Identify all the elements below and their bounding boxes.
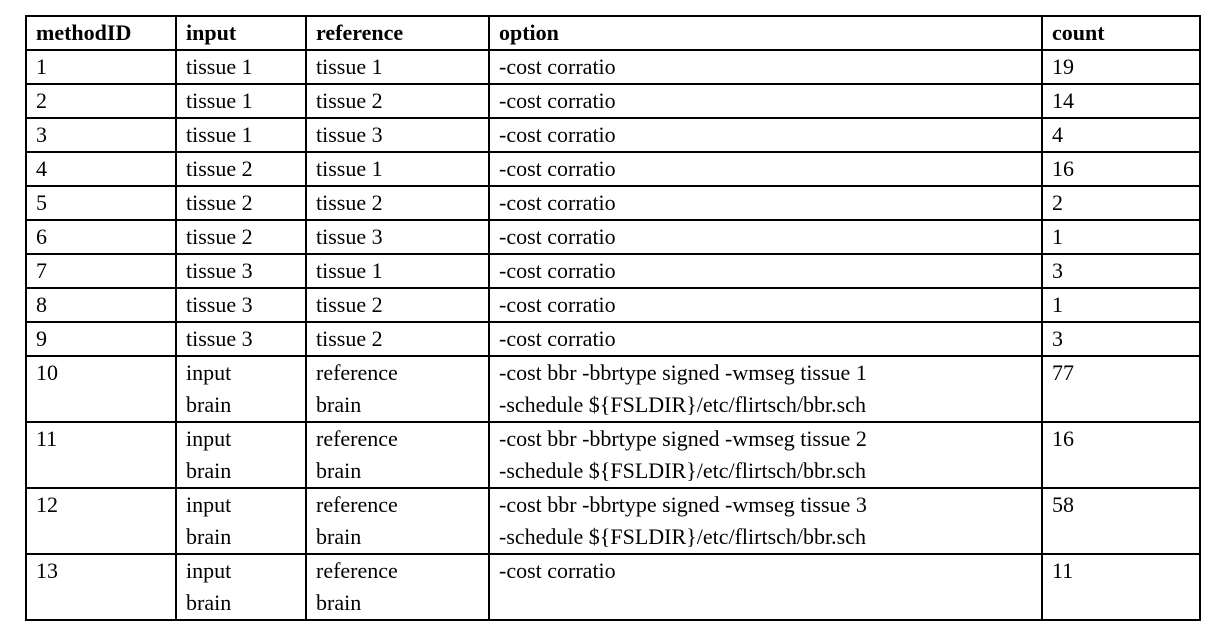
reference-cell: tissue 3 — [305, 219, 490, 255]
methods-table: methodID input reference option count 1 … — [25, 15, 1201, 621]
methodid-cell: 4 — [25, 151, 177, 187]
table-row: 5 tissue 2 tissue 2 -cost corratio 2 — [25, 185, 1201, 221]
option-cell: -cost corratio — [488, 553, 1043, 621]
methodid-cell: 13 — [25, 553, 177, 621]
count-cell: 1 — [1041, 287, 1201, 323]
table-row: 10 input brain reference brain -cost bbr… — [25, 355, 1201, 423]
reference-cell: tissue 1 — [305, 151, 490, 187]
header-row: methodID input reference option count — [25, 15, 1201, 51]
input-cell: tissue 3 — [175, 253, 307, 289]
column-header-reference: reference — [305, 15, 490, 51]
column-header-input: input — [175, 15, 307, 51]
methods-table-container: methodID input reference option count 1 … — [25, 15, 1201, 621]
count-cell: 16 — [1041, 421, 1201, 489]
methodid-cell: 9 — [25, 321, 177, 357]
input-cell: input brain — [175, 421, 307, 489]
reference-cell: tissue 2 — [305, 321, 490, 357]
methodid-cell: 8 — [25, 287, 177, 323]
reference-cell: reference brain — [305, 355, 490, 423]
reference-cell: reference brain — [305, 421, 490, 489]
option-cell: -cost corratio — [488, 287, 1043, 323]
input-cell: tissue 3 — [175, 287, 307, 323]
option-cell: -cost corratio — [488, 117, 1043, 153]
methodid-cell: 12 — [25, 487, 177, 555]
option-cell: -cost corratio — [488, 151, 1043, 187]
count-cell: 77 — [1041, 355, 1201, 423]
methodid-cell: 2 — [25, 83, 177, 119]
table-row: 12 input brain reference brain -cost bbr… — [25, 487, 1201, 555]
input-cell: input brain — [175, 487, 307, 555]
methodid-cell: 5 — [25, 185, 177, 221]
methodid-cell: 11 — [25, 421, 177, 489]
column-header-option: option — [488, 15, 1043, 51]
reference-cell: tissue 2 — [305, 287, 490, 323]
option-cell: -cost corratio — [488, 185, 1043, 221]
input-cell: tissue 2 — [175, 219, 307, 255]
input-cell: tissue 1 — [175, 117, 307, 153]
count-cell: 3 — [1041, 253, 1201, 289]
input-cell: tissue 1 — [175, 83, 307, 119]
option-cell: -cost corratio — [488, 321, 1043, 357]
input-cell: tissue 1 — [175, 49, 307, 85]
count-cell: 1 — [1041, 219, 1201, 255]
reference-cell: reference brain — [305, 553, 490, 621]
input-cell: input brain — [175, 553, 307, 621]
reference-cell: tissue 2 — [305, 185, 490, 221]
option-cell: -cost corratio — [488, 83, 1043, 119]
table-row: 4 tissue 2 tissue 1 -cost corratio 16 — [25, 151, 1201, 187]
column-header-count: count — [1041, 15, 1201, 51]
table-row: 6 tissue 2 tissue 3 -cost corratio 1 — [25, 219, 1201, 255]
option-cell: -cost corratio — [488, 253, 1043, 289]
table-row: 8 tissue 3 tissue 2 -cost corratio 1 — [25, 287, 1201, 323]
table-row: 7 tissue 3 tissue 1 -cost corratio 3 — [25, 253, 1201, 289]
count-cell: 16 — [1041, 151, 1201, 187]
reference-cell: tissue 1 — [305, 253, 490, 289]
reference-cell: reference brain — [305, 487, 490, 555]
input-cell: input brain — [175, 355, 307, 423]
table-row: 13 input brain reference brain -cost cor… — [25, 553, 1201, 621]
table-row: 1 tissue 1 tissue 1 -cost corratio 19 — [25, 49, 1201, 85]
option-cell: -cost bbr -bbrtype signed -wmseg tissue … — [488, 421, 1043, 489]
count-cell: 19 — [1041, 49, 1201, 85]
count-cell: 58 — [1041, 487, 1201, 555]
reference-cell: tissue 2 — [305, 83, 490, 119]
option-cell: -cost bbr -bbrtype signed -wmseg tissue … — [488, 355, 1043, 423]
reference-cell: tissue 1 — [305, 49, 490, 85]
count-cell: 4 — [1041, 117, 1201, 153]
methodid-cell: 6 — [25, 219, 177, 255]
count-cell: 11 — [1041, 553, 1201, 621]
input-cell: tissue 2 — [175, 185, 307, 221]
table-row: 2 tissue 1 tissue 2 -cost corratio 14 — [25, 83, 1201, 119]
option-cell: -cost bbr -bbrtype signed -wmseg tissue … — [488, 487, 1043, 555]
table-row: 3 tissue 1 tissue 3 -cost corratio 4 — [25, 117, 1201, 153]
option-cell: -cost corratio — [488, 49, 1043, 85]
methodid-cell: 7 — [25, 253, 177, 289]
table-row: 11 input brain reference brain -cost bbr… — [25, 421, 1201, 489]
input-cell: tissue 3 — [175, 321, 307, 357]
column-header-methodid: methodID — [25, 15, 177, 51]
methodid-cell: 10 — [25, 355, 177, 423]
reference-cell: tissue 3 — [305, 117, 490, 153]
methodid-cell: 3 — [25, 117, 177, 153]
option-cell: -cost corratio — [488, 219, 1043, 255]
table-row: 9 tissue 3 tissue 2 -cost corratio 3 — [25, 321, 1201, 357]
count-cell: 14 — [1041, 83, 1201, 119]
count-cell: 2 — [1041, 185, 1201, 221]
methodid-cell: 1 — [25, 49, 177, 85]
input-cell: tissue 2 — [175, 151, 307, 187]
count-cell: 3 — [1041, 321, 1201, 357]
